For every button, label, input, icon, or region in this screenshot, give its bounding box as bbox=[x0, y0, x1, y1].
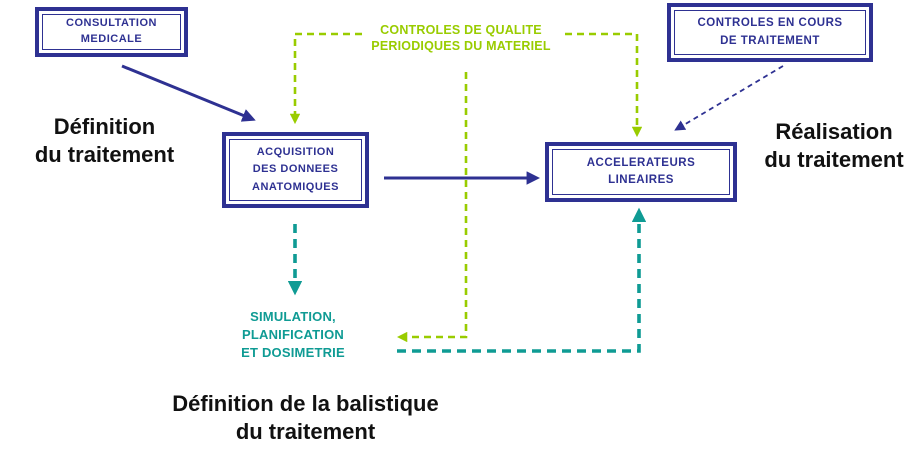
box-acquisition-donnees-text: ACQUISITION DES DONNEES ANATOMIQUES bbox=[229, 139, 362, 201]
label-line: Réalisation bbox=[775, 119, 893, 144]
box-consultation-medicale-text: CONSULTATION MEDICALE bbox=[42, 14, 181, 50]
label-line: du traitement bbox=[235, 418, 376, 444]
label-definition-balistique: Définition de la balistique du traitemen… bbox=[103, 390, 508, 445]
box-accelerateurs: ACCELERATEURS LINEAIRES bbox=[545, 142, 737, 202]
arrow-qualite-to-accelerateurs bbox=[565, 32, 643, 138]
label-line: Définition de la balistique bbox=[172, 391, 439, 416]
box-line: LINEAIRES bbox=[608, 174, 674, 186]
label-line: SIMULATION, bbox=[250, 309, 336, 324]
label-line: du traitement bbox=[34, 141, 175, 167]
arrow-qualite-to-simulation bbox=[396, 72, 468, 343]
box-line: ANATOMIQUES bbox=[252, 180, 339, 193]
box-line: DES DONNEES bbox=[252, 163, 339, 176]
box-accelerateurs-text: ACCELERATEURS LINEAIRES bbox=[552, 149, 730, 195]
box-line: MEDICALE bbox=[80, 33, 143, 45]
arrow-controles-to-accelerateurs bbox=[674, 65, 784, 131]
box-line: ACQUISITION bbox=[256, 145, 335, 158]
label-controles-qualite: CONTROLES DE QUALITE PERIODIQUES DU MATE… bbox=[351, 22, 571, 55]
arrow-consultation-to-acquisition bbox=[121, 64, 256, 122]
label-line: Définition bbox=[53, 114, 156, 139]
label-line: PLANIFICATION bbox=[241, 326, 345, 342]
label-line: du traitement bbox=[764, 146, 904, 172]
box-line: CONSULTATION bbox=[66, 17, 157, 30]
box-controles-en-cours-text: CONTROLES EN COURS DE TRAITEMENT bbox=[674, 10, 866, 55]
label-realisation-traitement: Réalisation du traitement bbox=[748, 118, 920, 173]
box-acquisition-donnees: ACQUISITION DES DONNEES ANATOMIQUES bbox=[222, 132, 369, 208]
label-line: PERIODIQUES DU MATERIEL bbox=[371, 39, 551, 54]
label-line: ET DOSIMETRIE bbox=[241, 344, 345, 360]
box-line: DE TRAITEMENT bbox=[720, 34, 820, 47]
label-definition-traitement: Définition du traitement bbox=[2, 113, 207, 168]
box-line: ACCELERATEURS bbox=[586, 156, 696, 169]
arrow-simulation-to-accelerateurs bbox=[397, 207, 647, 353]
box-controles-en-cours: CONTROLES EN COURS DE TRAITEMENT bbox=[667, 3, 873, 62]
label-simulation-planification: SIMULATION, PLANIFICATION ET DOSIMETRIE bbox=[213, 308, 373, 362]
box-consultation-medicale: CONSULTATION MEDICALE bbox=[35, 7, 188, 57]
label-line: CONTROLES DE QUALITE bbox=[380, 23, 542, 37]
arrow-qualite-to-acquisition bbox=[289, 32, 362, 125]
box-line: CONTROLES EN COURS bbox=[697, 17, 843, 30]
